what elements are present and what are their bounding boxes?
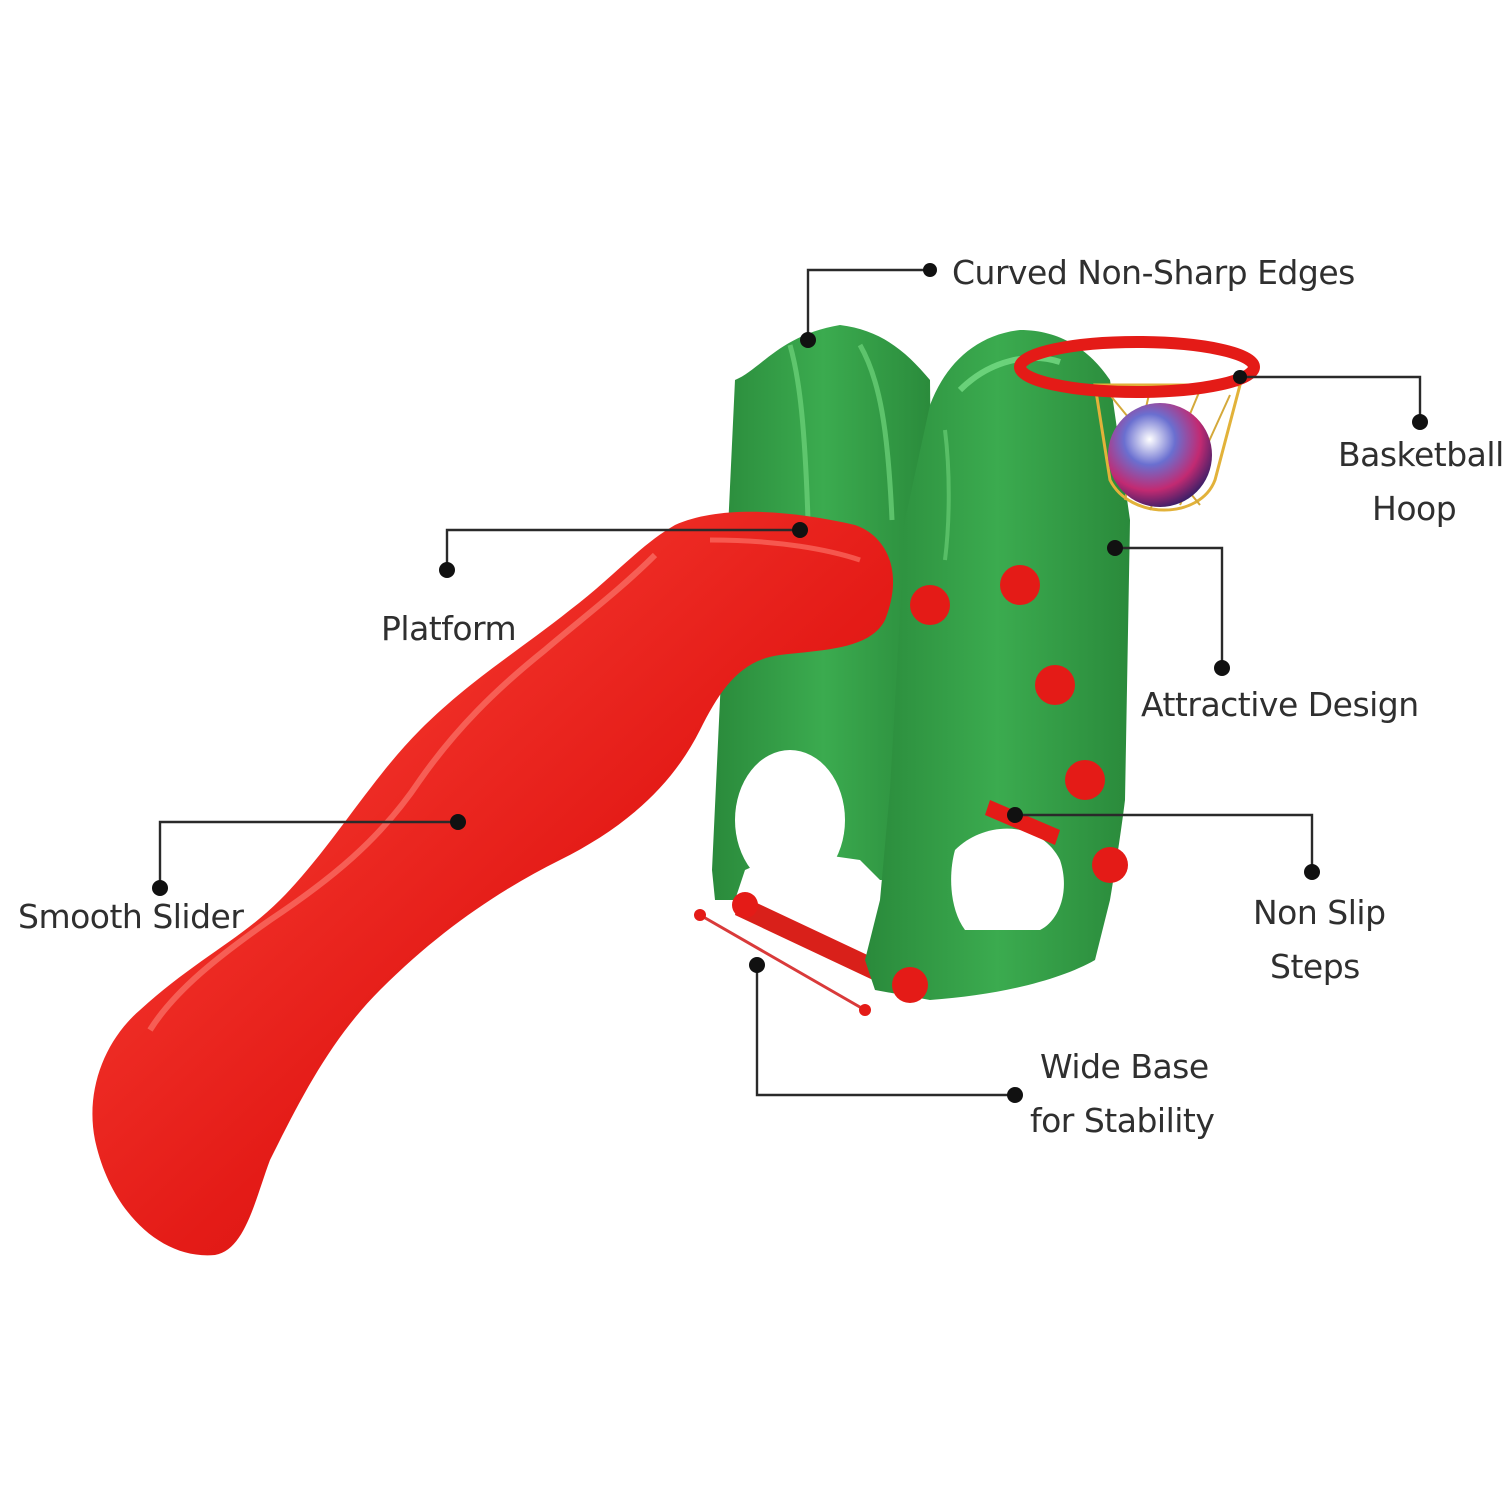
leader-lines xyxy=(158,268,1422,1097)
leader-dots xyxy=(152,263,1428,1103)
basketball-hoop xyxy=(1014,336,1260,512)
label-curved-edges: Curved Non-Sharp Edges xyxy=(952,253,1355,292)
step-knobs xyxy=(892,565,1128,1003)
base-rail xyxy=(694,892,910,1016)
label-attractive-design: Attractive Design xyxy=(1141,685,1419,724)
slide xyxy=(92,511,894,1256)
front-frame-panel xyxy=(865,330,1130,1000)
label-non-slip-line2: Steps xyxy=(1270,947,1360,986)
label-platform: Platform xyxy=(381,609,516,648)
label-smooth-slider: Smooth Slider xyxy=(18,897,244,936)
label-basketball-hoop-line1: Basketball xyxy=(1338,435,1504,474)
label-non-slip-line1: Non Slip xyxy=(1253,893,1386,932)
label-wide-base-line2: for Stability xyxy=(1030,1101,1214,1140)
label-wide-base-line1: Wide Base xyxy=(1040,1047,1209,1086)
label-basketball-hoop-line2: Hoop xyxy=(1372,489,1456,528)
